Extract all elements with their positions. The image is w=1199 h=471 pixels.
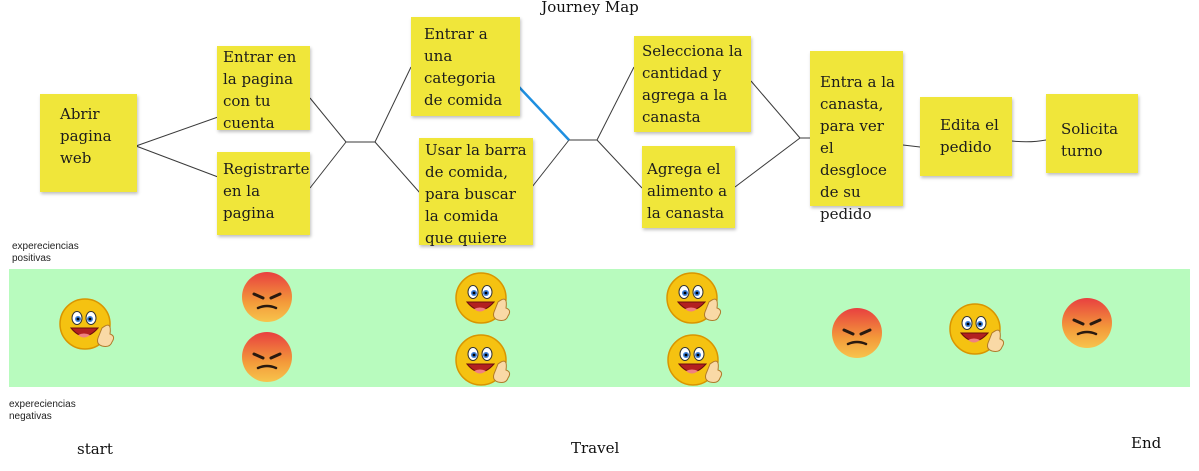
travel-label: Travel (571, 439, 620, 457)
happy-face-icon (666, 272, 722, 324)
angry-face-icon (242, 272, 292, 322)
angry-face-icon (242, 332, 292, 382)
note-barra-comida: Usar la barra de comida, para buscar la … (419, 138, 533, 247)
note-entrar-cuenta: Entrar en la pagina con tu cuenta (217, 46, 310, 132)
angry-face-icon (1062, 298, 1112, 348)
happy-face-icon (949, 303, 1005, 355)
note-edita-pedido: Edita el pedido (920, 97, 1012, 176)
happy-face-icon (667, 334, 723, 386)
happy-face-icon (455, 334, 511, 386)
note-solicita-turno: Solicita turno (1046, 94, 1138, 173)
diagram-title: Journey Map (541, 0, 639, 16)
happy-face-icon (455, 272, 511, 324)
angry-face-icon (832, 308, 882, 358)
experience-band (9, 269, 1190, 387)
start-label: start (77, 440, 113, 458)
happy-face-icon (59, 298, 115, 350)
note-abrir-pagina: Abrir pagina web (40, 94, 137, 192)
note-cantidad: Selecciona la cantidad y agrega a la can… (634, 36, 751, 132)
negative-experiences-label: expereciencias negativas (9, 399, 76, 422)
note-canasta: Entra a la canasta, para ver el desgloce… (810, 51, 903, 223)
highlight-connector (518, 86, 570, 141)
note-agrega-alimento: Agrega el alimento a la canasta (642, 146, 735, 228)
end-label: End (1131, 434, 1162, 452)
note-categoria: Entrar a una categoria de comida (411, 17, 520, 116)
note-registrarte: Registrarte en la pagina (217, 152, 310, 235)
positive-experiences-label: expereciencias positivas (12, 241, 79, 264)
